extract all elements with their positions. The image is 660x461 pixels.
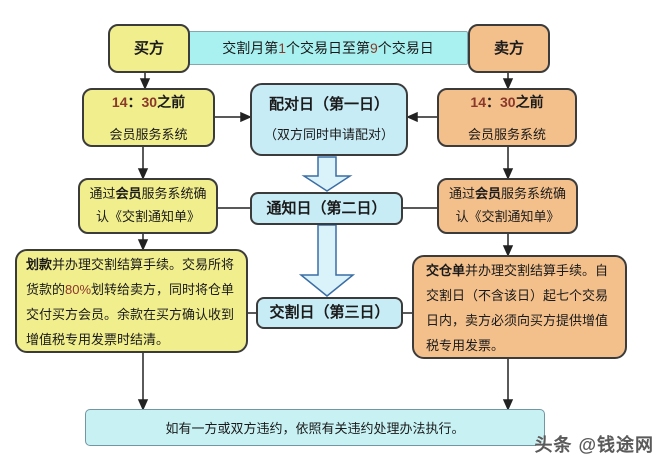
notice-day-title: 通知日（第二日）	[266, 199, 387, 217]
member-service-system: 会员服务系统	[109, 127, 188, 142]
delivery-period-band: 交割月第1个交易日至第9个交易日	[188, 31, 468, 65]
seller-confirm-box: 通过会员服务系统确认《交割通知单》	[437, 178, 578, 234]
delivery-day-box: 交割日（第三日）	[256, 297, 403, 329]
arrowhead	[502, 245, 514, 257]
buyer-box: 买方	[108, 24, 190, 73]
buyer-settlement-text: 划款并办理交割结算手续。交易所将货款的80%划转给卖方，同时将仓单交付买方会员。…	[26, 257, 235, 347]
arrowhead	[240, 111, 252, 123]
arrowhead	[137, 399, 149, 411]
breach-box: 如有一方或双方违约，依照有关违约处理办法执行。	[85, 409, 545, 446]
buyer-settlement-box: 划款并办理交割结算手续。交易所将货款的80%划转给卖方，同时将仓单交付买方会员。…	[15, 249, 248, 353]
arrowhead	[502, 78, 514, 90]
confirm-text: 通过会员服务系统确认《交割通知单》	[448, 186, 567, 224]
buyer-label: 买方	[133, 39, 164, 57]
pairing-day-title: 配对日（第一日）	[268, 96, 389, 113]
buyer-confirm-box: 通过会员服务系统确认《交割通知单》	[78, 178, 218, 234]
seller-label: 卖方	[493, 39, 524, 57]
notice-day-box: 通知日（第二日）	[250, 192, 403, 225]
member-service-system: 会员服务系统	[467, 127, 546, 142]
breach-text: 如有一方或双方违约，依照有关违约处理办法执行。	[165, 421, 465, 436]
seller-settlement-text: 交仓单并办理交割结算手续。自交割日（不含该日）起七个交易日内，卖方必须向买方提供…	[426, 263, 609, 353]
delivery-day-title: 交割日（第三日）	[269, 304, 390, 321]
seller-deadline-box: 14：30之前 会员服务系统	[437, 88, 577, 147]
seller-settlement-box: 交仓单并办理交割结算手续。自交割日（不含该日）起七个交易日内，卖方必须向买方提供…	[412, 255, 627, 359]
deadline-time: 14：30之前	[470, 94, 544, 110]
arrowhead	[502, 168, 514, 180]
deadline-time: 14：30之前	[111, 94, 186, 110]
arrowhead	[137, 239, 149, 251]
band-text: 交割月第1个交易日至第9个交易日	[222, 40, 434, 56]
pairing-day-subtitle: （双方同时申请配对）	[263, 127, 394, 142]
pairing-day-box: 配对日（第一日） （双方同时申请配对）	[250, 83, 408, 156]
confirm-text: 通过会员服务系统确认《交割通知单》	[89, 186, 207, 224]
arrowhead	[406, 111, 418, 123]
watermark: 头条 @钱途网	[534, 435, 654, 455]
arrowhead	[137, 168, 149, 180]
block-arrow-pairing-to-notice	[301, 156, 353, 192]
seller-box: 卖方	[468, 24, 550, 73]
buyer-deadline-box: 14：30之前 会员服务系统	[82, 88, 215, 147]
arrowhead	[502, 399, 514, 411]
arrowhead	[139, 78, 151, 90]
block-arrow-notice-to-delivery	[298, 224, 356, 297]
